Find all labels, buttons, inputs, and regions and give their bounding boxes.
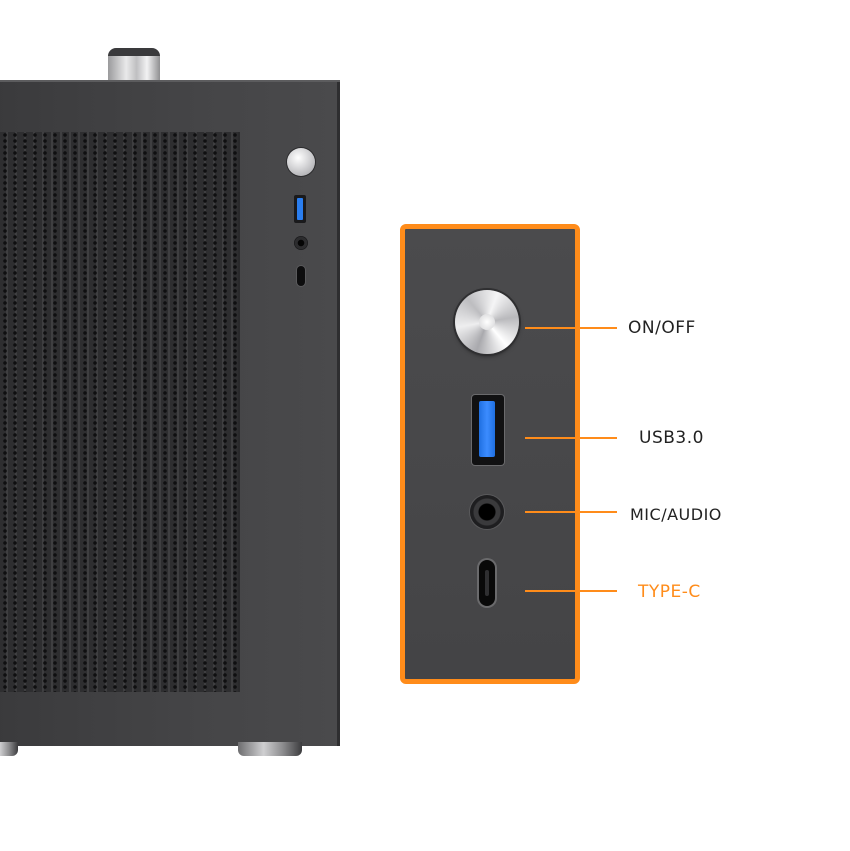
label-onoff: ON/OFF — [628, 318, 696, 338]
leader-line-onoff — [525, 327, 617, 329]
small-power-button-icon — [287, 148, 315, 176]
label-mic-audio: MIC/AUDIO — [630, 505, 722, 524]
type-c-port-icon — [479, 560, 495, 606]
leader-line-audio — [525, 511, 617, 513]
case-foot-right — [238, 742, 302, 756]
label-usb: USB3.0 — [639, 428, 704, 448]
leader-line-usb — [525, 437, 617, 439]
leader-line-typec — [525, 590, 617, 592]
label-type-c: TYPE-C — [638, 582, 701, 602]
power-button-icon — [455, 290, 519, 354]
usb-port-icon — [472, 395, 504, 465]
case-foot-left — [0, 742, 18, 756]
small-usb-port-icon — [294, 195, 306, 223]
audio-jack-icon — [470, 495, 504, 529]
mesh-grille — [0, 132, 240, 692]
pc-case — [0, 80, 340, 746]
small-type-c-port-icon — [297, 266, 305, 286]
small-audio-jack-icon — [294, 236, 308, 250]
